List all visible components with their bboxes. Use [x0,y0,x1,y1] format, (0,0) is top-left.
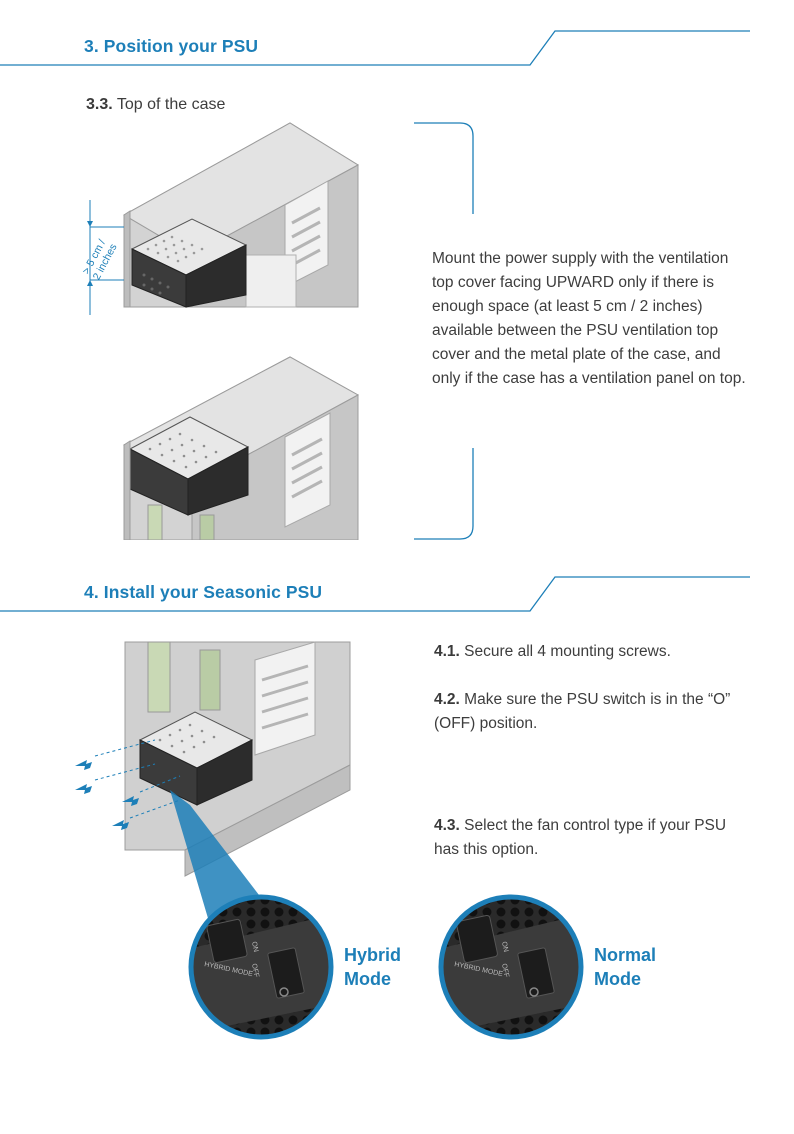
hybrid-mode-label: Hybrid Mode [344,943,401,991]
top-case-paragraph: Mount the power supply with the ventilat… [432,250,746,387]
switch-off-icon [529,987,539,997]
step-4-2-text: Make sure the PSU switch is in the “O” (… [434,691,731,732]
switch-off-icon [279,987,289,997]
step-4-1: 4.1. Secure all 4 mounting screws. [434,640,744,664]
hybrid-mode-line2: Mode [344,969,391,989]
step-3-3-number: 3.3. [86,96,113,113]
case-illustration-top-ventilation: > 5 cm / 2 inches [80,122,359,315]
power-switch-icon [517,947,555,999]
step-4-1-text: Secure all 4 mounting screws. [459,643,671,660]
hybrid-mode-zoom: ON OFF HYBRID MODE [188,894,334,1040]
step-4-3-text: Select the fan control type if your PSU … [434,817,727,858]
section-4-title: 4. Install your Seasonic PSU [84,582,323,602]
section-3-title: 3. Position your PSU [84,36,259,56]
power-switch-icon [267,947,305,999]
switch-housing-hybrid [206,918,248,964]
step-4-1-number: 4.1. [434,643,460,660]
paragraph-bracket [414,122,474,540]
switch-on-label: ON [500,941,509,953]
switch-on-label: ON [250,941,259,953]
normal-mode-label: Normal Mode [594,943,656,991]
step-4-2-number: 4.2. [434,691,460,708]
step-3-3: 3.3. Top of the case [86,93,225,117]
step-4-2: 4.2. Make sure the PSU switch is in the … [434,688,734,736]
normal-mode-zoom: ON OFF HYBRID MODE [438,894,584,1040]
switch-off-label: OFF [500,963,510,978]
switch-housing-normal [456,914,498,964]
step-4-3-number: 4.3. [434,817,460,834]
case-illustration-top-panel [122,356,360,540]
switch-off-label: OFF [250,963,260,978]
step-3-3-text: Top of the case [116,96,226,113]
normal-mode-line1: Normal [594,945,657,965]
normal-mode-line2: Mode [594,969,641,989]
step-4-3: 4.3. Select the fan control type if your… [434,814,744,862]
hybrid-mode-line1: Hybrid [344,945,402,965]
